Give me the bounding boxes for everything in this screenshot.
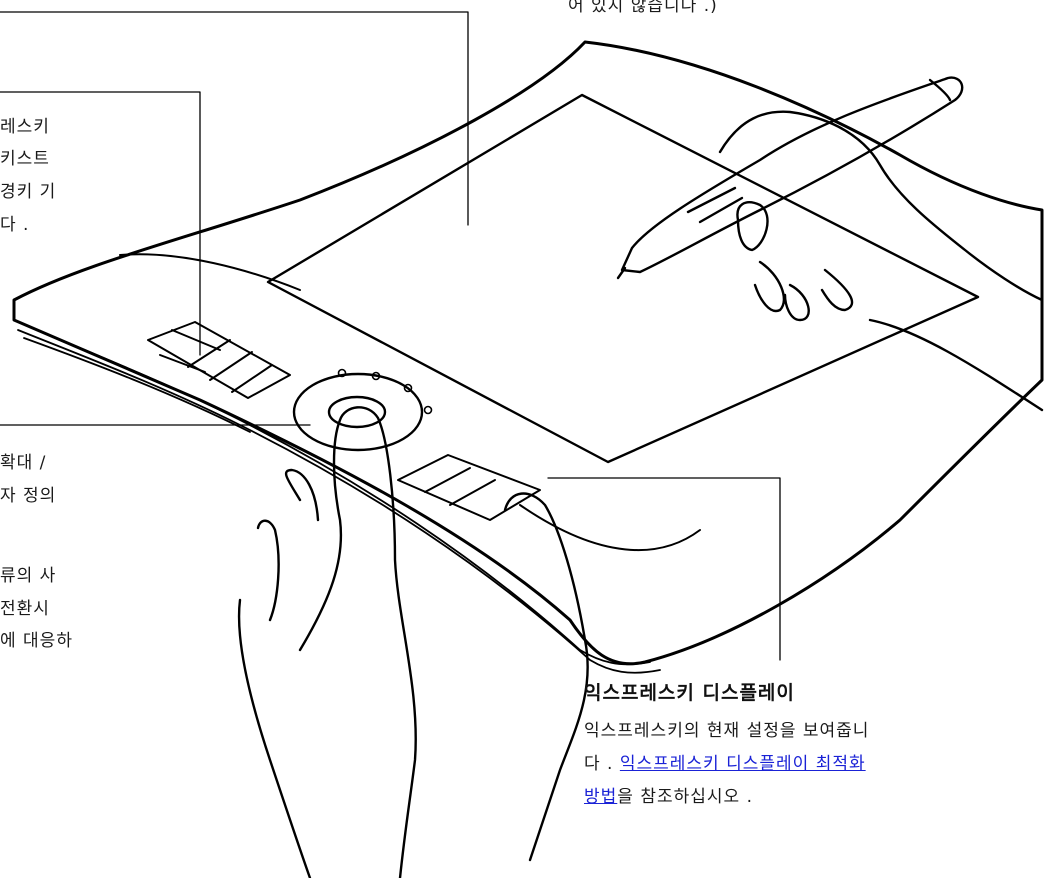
top-note-line: 어 있지 않습니다 .) [568, 0, 718, 16]
display-optimization-link-cont[interactable]: 방법 [584, 787, 618, 807]
writing-hand [718, 110, 1044, 412]
expresskeys-note-line-4: 다 . [0, 215, 30, 235]
touch-ring-note-line-2: 자 정의 [0, 486, 57, 506]
tablet-edge-1 [13, 319, 651, 666]
pressing-hand [237, 406, 417, 878]
active-area [266, 93, 980, 464]
display-callout-prefix: 다 . [584, 754, 620, 774]
touch-ring [292, 368, 433, 452]
expresskeys-right [397, 454, 541, 521]
mode-note-line-2: 전환시 [0, 599, 50, 619]
callout-line-top [0, 11, 469, 226]
tablet-edge-2 [17, 329, 661, 674]
expresskeys-left [147, 321, 291, 399]
pen [616, 76, 964, 280]
mode-note-line-3: 에 대응하 [0, 631, 73, 651]
display-optimization-link[interactable]: 익스프레스키 디스플레이 최적화 [619, 754, 866, 774]
touch-ring-note-line-1: 확대 / [0, 453, 47, 473]
display-callout-title: 익스프레스키 디스플레이 [584, 682, 795, 704]
display-callout-suffix: 을 참조하십시오 . [617, 787, 753, 807]
expresskeys-note-line-2: 키스트 [0, 149, 50, 169]
tablet-bottom-curve [519, 504, 701, 551]
expresskeys-note-line-1: 레스키 [0, 117, 50, 137]
mode-note-line-1: 류의 사 [0, 566, 57, 586]
tablet-edge-3 [23, 337, 251, 433]
callout-line-expresskeys [0, 91, 201, 356]
resting-hand [503, 492, 589, 862]
display-callout-body-line-1: 익스프레스키의 현재 설정을 보여줍니 [584, 721, 870, 741]
tablet-bezel-curve [119, 253, 301, 291]
expresskeys-note-line-3: 경키 기 [0, 182, 57, 202]
callout-line-display [547, 477, 781, 661]
tablet-outline [12, 40, 1044, 666]
display-callout-body-line-2: 다 . 익스프레스키 디스플레이 최적화 [584, 753, 866, 776]
display-callout-body-line-3: 방법을 참조하십시오 . [584, 786, 753, 809]
